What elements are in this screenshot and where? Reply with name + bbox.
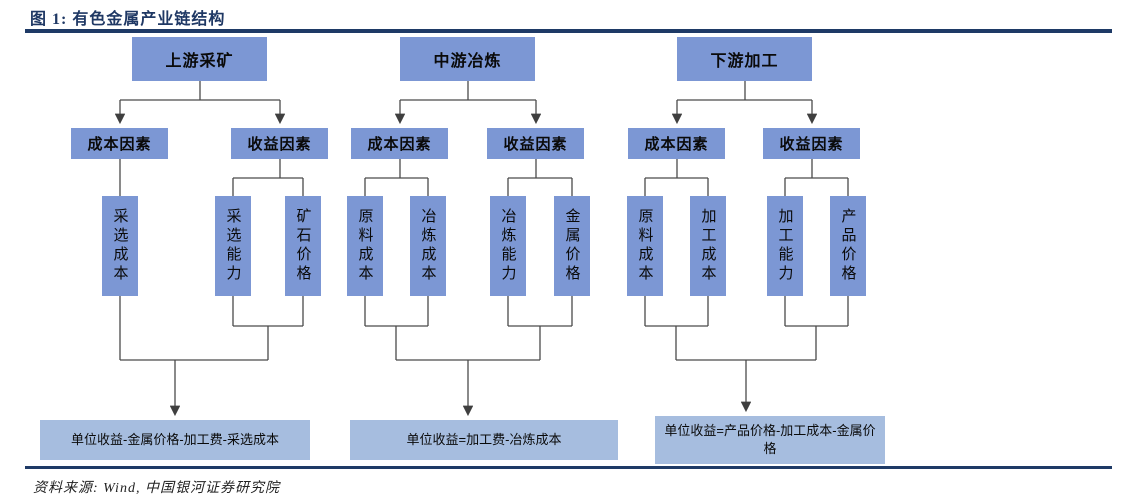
- node-top-upstream: 上游采矿: [132, 37, 267, 81]
- cost-factor-midstream-label: 成本因素: [367, 136, 432, 153]
- midstream-cost-item-2-label: 冶炼成本: [419, 208, 437, 284]
- node-midstream-revenue-item-2: 金属价格: [554, 196, 590, 296]
- downstream-revenue-item-1-label: 加工能力: [776, 208, 794, 284]
- node-downstream-cost-item-2: 加工成本: [690, 196, 726, 296]
- node-downstream-revenue-item-1: 加工能力: [767, 196, 803, 296]
- node-downstream-cost-item-1: 原料成本: [627, 196, 663, 296]
- formula-downstream: 单位收益=产品价格-加工成本-金属价格: [655, 416, 885, 464]
- revenue-factor-midstream-label: 收益因素: [503, 136, 568, 153]
- node-revenue-factor-midstream: 收益因素: [487, 128, 584, 159]
- node-top-upstream-label: 上游采矿: [165, 53, 234, 70]
- formula-downstream-label: 单位收益=产品价格-加工成本-金属价格: [664, 423, 876, 456]
- cost-factor-upstream-label: 成本因素: [87, 136, 152, 153]
- midstream-revenue-item-1-label: 冶炼能力: [499, 208, 517, 284]
- node-upstream-revenue-item-2: 矿石价格: [285, 196, 321, 296]
- node-upstream-cost-item-1: 采选成本: [102, 196, 138, 296]
- node-cost-factor-downstream: 成本因素: [628, 128, 725, 159]
- revenue-factor-upstream-label: 收益因素: [247, 136, 312, 153]
- node-cost-factor-midstream: 成本因素: [351, 128, 448, 159]
- upstream-cost-item-1-label: 采选成本: [111, 208, 129, 284]
- top-rule: [25, 29, 1112, 33]
- downstream-revenue-item-2-label: 产品价格: [839, 208, 857, 284]
- node-top-downstream: 下游加工: [677, 37, 812, 81]
- formula-upstream: 单位收益-金属价格-加工费-采选成本: [40, 420, 310, 460]
- node-revenue-factor-upstream: 收益因素: [231, 128, 328, 159]
- midstream-revenue-item-2-label: 金属价格: [563, 208, 581, 284]
- node-upstream-revenue-item-1: 采选能力: [215, 196, 251, 296]
- node-revenue-factor-downstream: 收益因素: [763, 128, 860, 159]
- midstream-cost-item-1-label: 原料成本: [356, 208, 374, 284]
- formula-midstream: 单位收益=加工费-冶炼成本: [350, 420, 618, 460]
- downstream-cost-item-1-label: 原料成本: [636, 208, 654, 284]
- node-midstream-cost-item-2: 冶炼成本: [410, 196, 446, 296]
- node-midstream-cost-item-1: 原料成本: [347, 196, 383, 296]
- source-note: 资料来源: Wind, 中国银河证券研究院: [33, 481, 280, 496]
- upstream-revenue-item-2-label: 矿石价格: [294, 208, 312, 284]
- revenue-factor-downstream-label: 收益因素: [779, 136, 844, 153]
- node-downstream-revenue-item-2: 产品价格: [830, 196, 866, 296]
- formula-midstream-label: 单位收益=加工费-冶炼成本: [406, 432, 562, 448]
- upstream-revenue-item-1-label: 采选能力: [224, 208, 242, 284]
- cost-factor-downstream-label: 成本因素: [644, 136, 709, 153]
- node-top-midstream-label: 中游冶炼: [433, 53, 502, 70]
- node-top-midstream: 中游冶炼: [400, 37, 535, 81]
- formula-upstream-label: 单位收益-金属价格-加工费-采选成本: [71, 432, 279, 448]
- downstream-cost-item-2-label: 加工成本: [699, 208, 717, 284]
- node-top-downstream-label: 下游加工: [710, 53, 779, 70]
- node-cost-factor-upstream: 成本因素: [71, 128, 168, 159]
- figure-title: 图 1: 有色金属产业链结构: [30, 11, 226, 28]
- bottom-rule: [25, 466, 1112, 469]
- node-midstream-revenue-item-1: 冶炼能力: [490, 196, 526, 296]
